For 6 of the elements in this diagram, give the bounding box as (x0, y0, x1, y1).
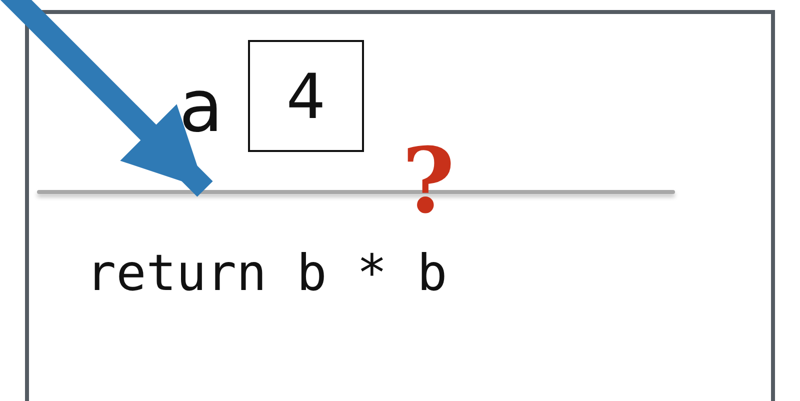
code-line: return b * b (86, 248, 448, 298)
value-box: 4 (248, 40, 364, 152)
frame-box (25, 10, 775, 401)
arrow (0, 0, 213, 197)
variable-name: a (179, 70, 224, 142)
question-mark: ? (402, 136, 455, 226)
